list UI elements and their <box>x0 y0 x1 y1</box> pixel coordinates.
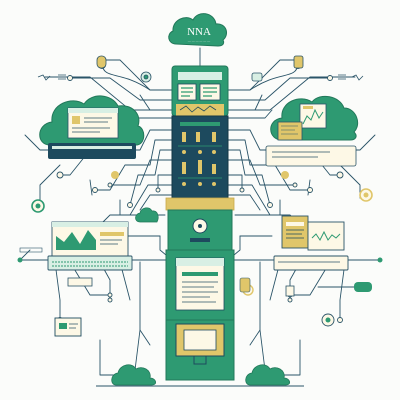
accent-nodes <box>17 171 383 296</box>
connector-lines <box>19 47 381 376</box>
left-cloud-window <box>67 107 119 139</box>
right-panel <box>265 145 357 167</box>
small-cloud-icon <box>135 207 159 223</box>
top-icons <box>37 55 364 83</box>
gear-icon <box>140 71 152 83</box>
bottom-cloud-icon <box>111 364 290 386</box>
title-cloud-subtitle: — — — — — — <box>188 39 210 43</box>
right-cloud-icon <box>265 95 359 167</box>
wave-icon-left <box>37 74 51 81</box>
small-monitor-icon <box>54 317 82 337</box>
title-cloud-label: NNA <box>187 26 211 38</box>
bulb-icon <box>96 55 107 69</box>
wave-icon-right <box>351 74 364 81</box>
database-icon <box>251 72 263 82</box>
title-cloud-icon: NNA — — — — — — <box>168 13 227 47</box>
right-cloud-chart-card <box>299 103 327 129</box>
right-small-devices <box>239 277 372 327</box>
dash-icon-left <box>58 74 66 80</box>
tower-controls <box>182 132 216 186</box>
monitor-right-icon <box>273 215 349 271</box>
dash-icon-right <box>338 74 346 80</box>
left-cloud-icon <box>39 95 145 159</box>
laptop-icon <box>19 221 133 287</box>
server-tower-icon <box>165 65 235 381</box>
lock-icon <box>293 55 304 69</box>
